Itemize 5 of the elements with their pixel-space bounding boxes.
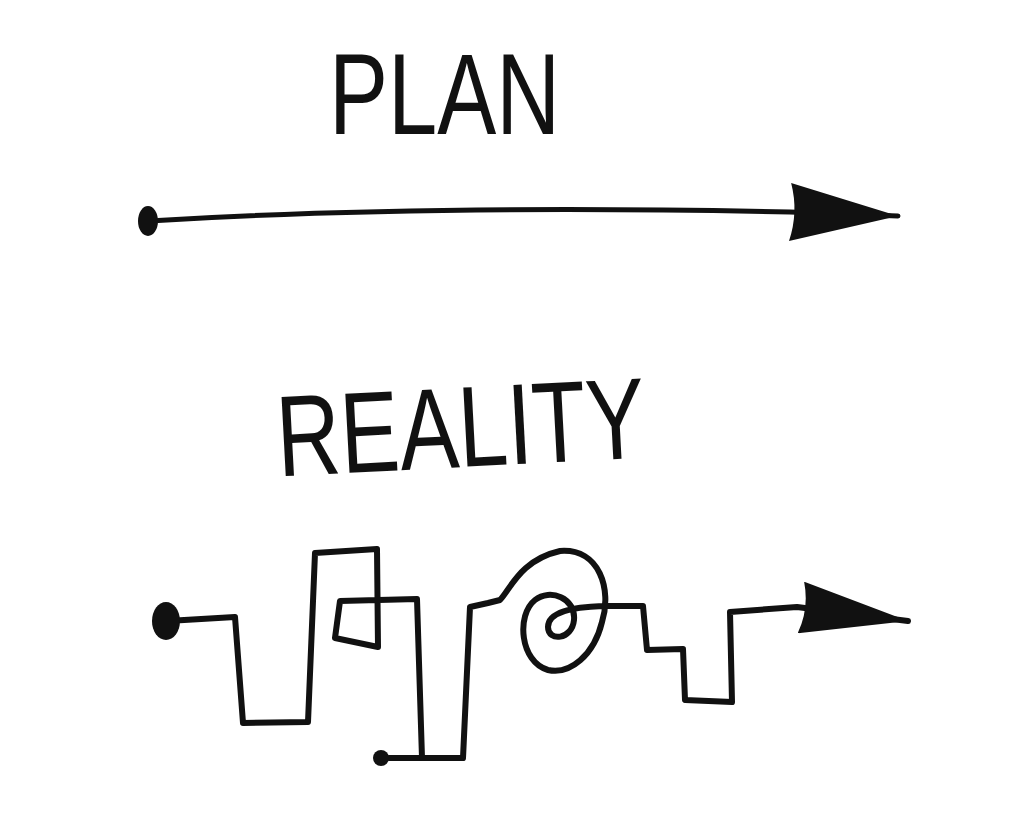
start-dot [138, 206, 158, 236]
heading: PLAN [329, 37, 561, 152]
start-dot [152, 602, 180, 640]
branch-dot [373, 750, 389, 766]
heading: REALITY [273, 360, 648, 495]
